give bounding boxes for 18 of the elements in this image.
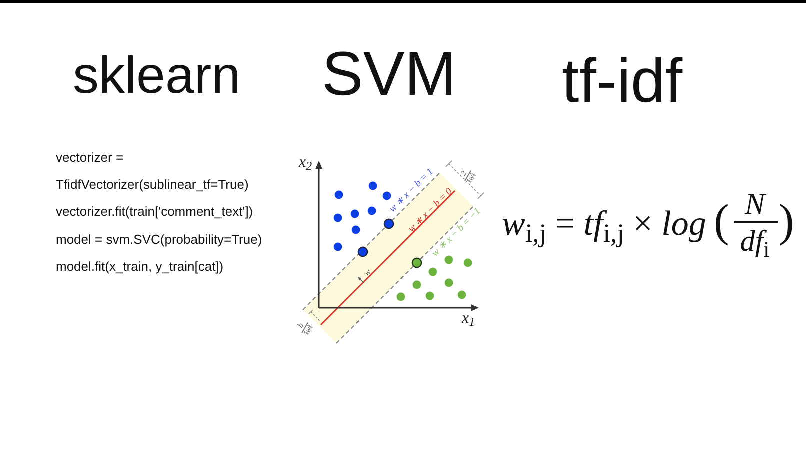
- parenthesis: (: [714, 198, 730, 244]
- fraction-denominator: df$_{i}$: [740, 224, 770, 261]
- axis-label: x$_{1}$: [462, 311, 476, 327]
- fraction-numerator: N: [745, 190, 765, 220]
- heading: sklearn: [73, 50, 241, 102]
- vector-label: w: [363, 268, 373, 278]
- fraction-denominator: ‖w‖: [302, 322, 316, 338]
- code-line: vectorizer.fit(train['comment_text']): [56, 204, 254, 220]
- heading: tf-idf: [562, 51, 683, 113]
- fraction-denominator: ‖w‖: [464, 170, 478, 186]
- axis-label: x$_{2}$: [299, 155, 312, 171]
- code-line: model = svm.SVC(probability=True): [56, 232, 262, 248]
- heading: SVM: [322, 44, 456, 106]
- parenthesis: ): [779, 198, 794, 244]
- code-line: vectorizer =: [56, 150, 124, 166]
- formula-text: w$_{i,j}$ = tf$_{i,j}$ × log: [502, 203, 706, 248]
- code-line: TfidfVectorizer(sublinear_tf=True): [56, 177, 249, 193]
- code-line: model.fit(x_train, y_train[cat]): [56, 259, 224, 275]
